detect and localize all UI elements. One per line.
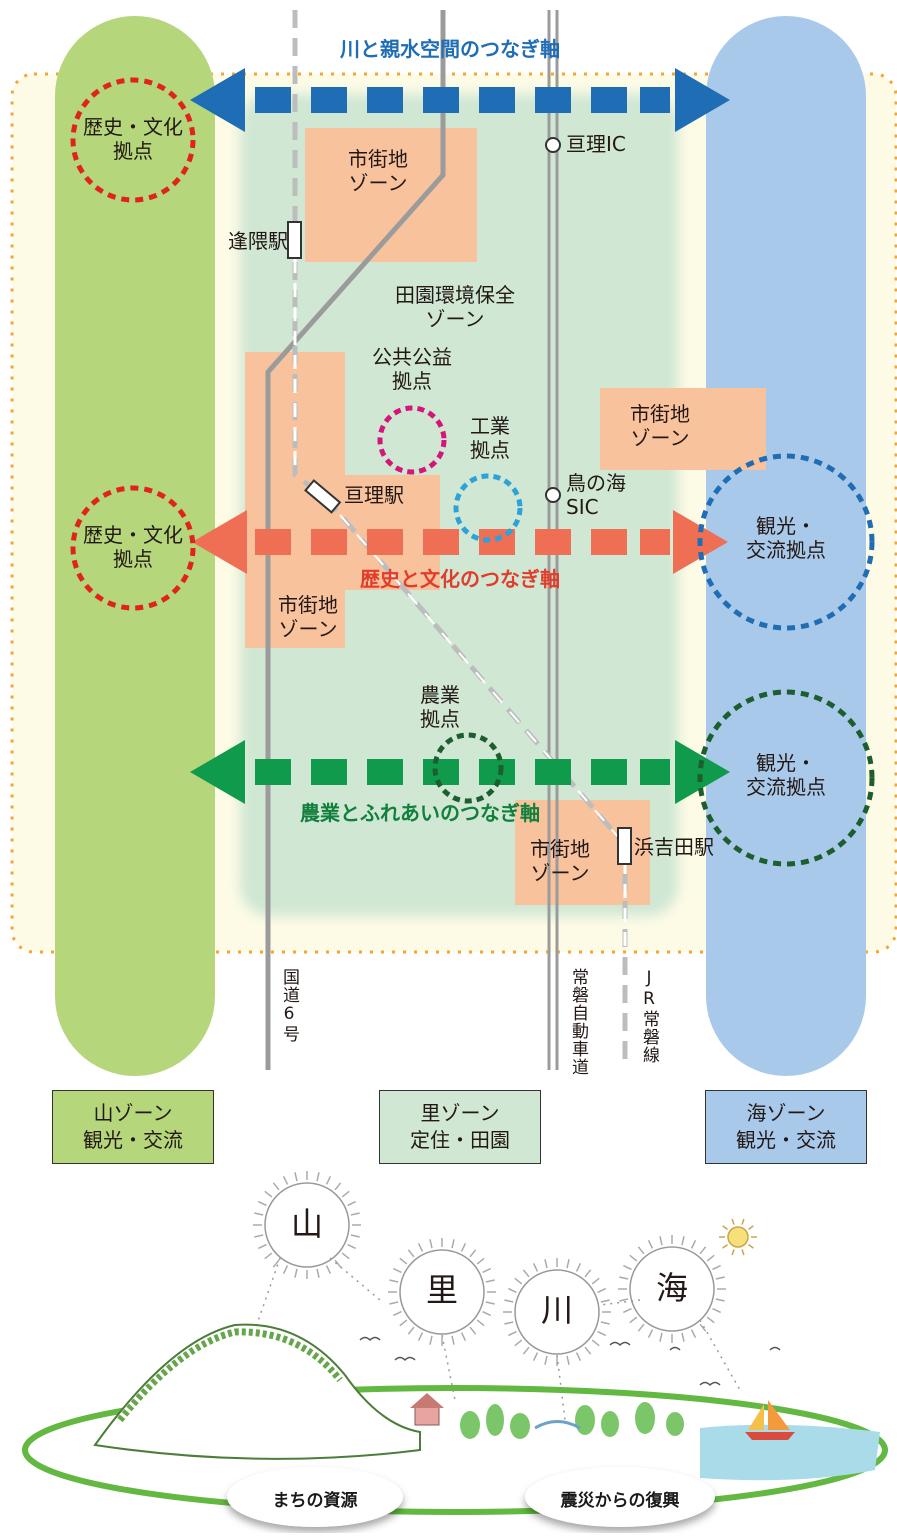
history-hub-label-top: 歴史・文化拠点	[83, 115, 183, 163]
osakuma-station-marker	[287, 221, 302, 259]
tourism-hub-label-1: 観光・交流拠点	[746, 514, 826, 562]
sun-char-village: 里	[425, 1271, 458, 1309]
river-axis-title: 川と親水空間のつなぎ軸	[340, 37, 560, 61]
jr-line-label: JR常磐線	[639, 968, 659, 1064]
expressway-label: 常磐自動車道	[568, 968, 588, 1076]
sea-zone-box: 海ゾーン観光・交流	[705, 1090, 867, 1164]
sun-burst-sea	[629, 1246, 715, 1332]
watari-station-label: 亘理駅	[344, 483, 404, 507]
public-hub-label: 公共公益拠点	[372, 345, 452, 393]
sun-burst-village	[399, 1249, 485, 1335]
hamayoshida-station-label: 浜吉田駅	[634, 835, 714, 859]
osakuma-station-label: 逢隈駅	[228, 229, 288, 253]
sailboat	[745, 1400, 795, 1440]
urban-zone-bottom-label: 市街地ゾーン	[530, 837, 590, 885]
land-rim	[22, 1385, 888, 1515]
tourism-hub-label-2: 観光・交流拠点	[746, 751, 826, 799]
hamayoshida-station-marker	[617, 827, 632, 865]
history-hub-circle-mid	[70, 485, 196, 611]
watari-station-marker	[304, 479, 342, 514]
agri-hub-label: 農業拠点	[420, 683, 460, 731]
urban-zone-top-label: 市街地ゾーン	[348, 147, 408, 195]
watari-ic-label: 亘理IC	[566, 132, 626, 156]
sea-zone-band	[706, 16, 866, 1076]
sun-burst-mountain	[264, 1182, 350, 1268]
pill-left-shape	[227, 1467, 403, 1527]
industry-hub-label: 工業拠点	[470, 414, 510, 462]
history-axis-title: 歴史と文化のつなぎ軸	[360, 567, 560, 591]
agri-axis-arrow	[190, 740, 730, 804]
village-trees	[460, 1402, 684, 1439]
route6-label: 国道6号	[279, 968, 299, 1043]
sun-char-sea: 海	[655, 1269, 688, 1307]
pill-recovery: 震災からの復興	[560, 1491, 680, 1511]
river-bridge	[534, 1420, 581, 1430]
sun-char-mountain: 山	[290, 1205, 323, 1243]
urban-zone-right-label: 市街地ゾーン	[630, 402, 690, 450]
torinoumi-sic-marker	[545, 487, 561, 503]
sun-char-river: 川	[540, 1291, 573, 1329]
village-zone-band	[240, 94, 678, 916]
pill-right-shape	[525, 1467, 715, 1527]
history-hub-label-mid: 歴史・文化拠点	[83, 523, 183, 571]
urban-zone-top	[305, 128, 477, 262]
sun-burst-river	[514, 1269, 600, 1355]
agri-hub-circle	[432, 732, 504, 804]
watari-ic-marker	[545, 137, 561, 153]
urban-zone-right	[600, 388, 766, 470]
tourism-hub-circle-1	[697, 453, 875, 631]
mountain-hill	[93, 1323, 421, 1460]
history-hub-circle-top	[70, 77, 196, 203]
history-axis-arrow	[192, 510, 728, 574]
tourism-hub-circle-2	[697, 689, 875, 867]
urban-zone-left-label: 市街地ゾーン	[278, 593, 338, 641]
river-axis-arrow	[190, 68, 730, 132]
mountain-zone-band	[55, 16, 215, 1076]
village-zone-box: 里ゾーン定住・田園	[379, 1090, 541, 1164]
mountain-zone-box: 山ゾーン観光・交流	[52, 1090, 214, 1164]
agri-axis-title: 農業とふれあいのつなぎ軸	[300, 801, 540, 825]
pill-resources: まちの資源	[272, 1491, 358, 1511]
sea-water	[700, 1424, 880, 1481]
public-hub-circle	[377, 405, 447, 475]
industry-hub-circle	[453, 473, 523, 543]
sun-icon	[727, 1226, 749, 1248]
rural-zone-label: 田園環境保全ゾーン	[395, 283, 515, 331]
